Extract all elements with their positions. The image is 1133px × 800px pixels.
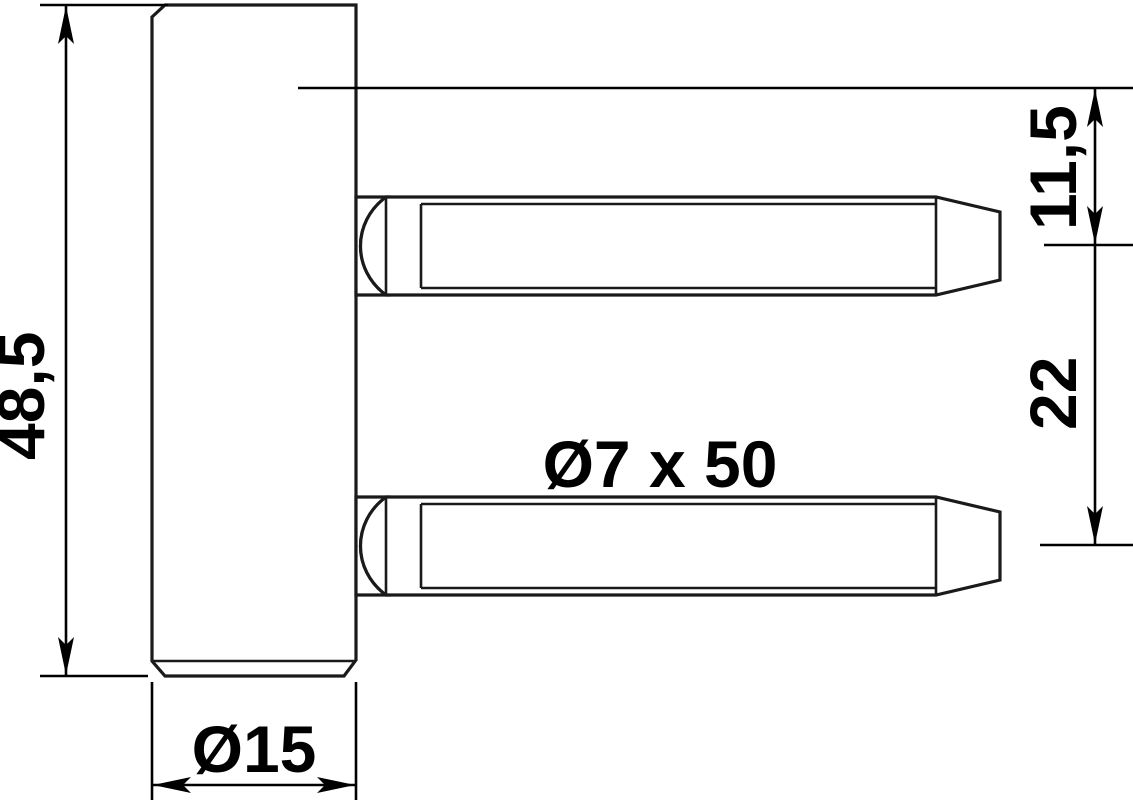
spacing-arrow-bottom	[1087, 506, 1103, 544]
pin-spec-annotation: Ø7 x 50	[543, 427, 778, 501]
lower-pin-shaft	[358, 495, 1002, 597]
lower-pin	[354, 495, 1002, 597]
upper-pin	[354, 195, 1002, 297]
dimension-offset-top: 11,5	[1016, 88, 1133, 247]
offset-top-label: 11,5	[1016, 105, 1090, 230]
offset-arrow-top	[1087, 89, 1103, 127]
offset-arrow-bottom	[1087, 206, 1103, 244]
diameter-body-label: Ø15	[192, 712, 317, 786]
spacing-pins-label: 22	[1016, 357, 1090, 430]
height-overall-label: 48,5	[0, 332, 58, 460]
height-arrow-top	[58, 6, 74, 44]
diam-arrow-right	[317, 777, 355, 793]
dimension-spacing-pins: 22	[1016, 245, 1133, 547]
height-arrow-bottom	[58, 637, 74, 675]
dimension-diameter-body: Ø15	[150, 682, 358, 800]
pin-spec-label: Ø7 x 50	[543, 427, 778, 501]
diam-arrow-left	[153, 777, 191, 793]
dimension-height-overall: 48,5	[0, 3, 168, 678]
upper-pin-shaft	[358, 195, 1002, 297]
vertical-body-plate	[150, 3, 358, 678]
body-outline	[150, 3, 358, 678]
